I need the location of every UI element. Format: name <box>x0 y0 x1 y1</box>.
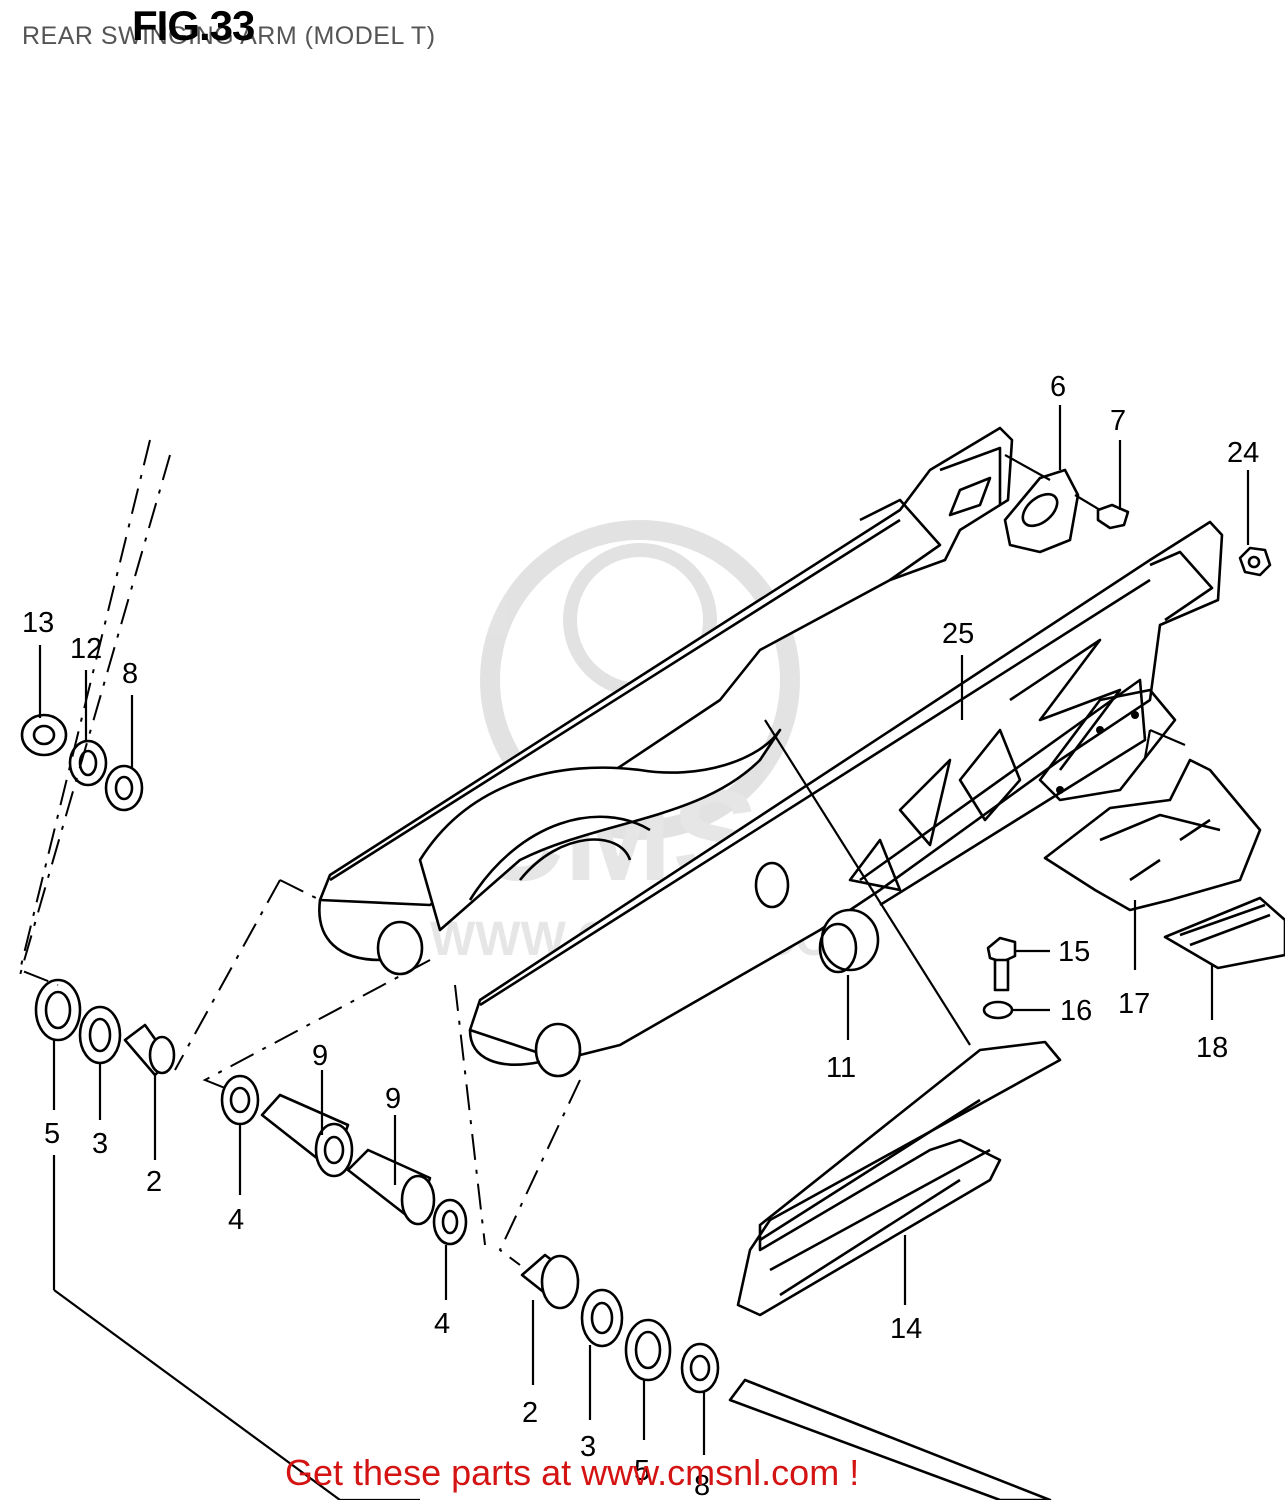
callout-12: 12 <box>70 633 102 665</box>
spacer-set-center <box>220 1074 468 1246</box>
callout-7: 7 <box>1110 405 1126 437</box>
swing-arm-part <box>318 426 1224 1078</box>
callout-24: 24 <box>1227 437 1259 469</box>
get-parts-link[interactable]: Get these parts at www.cmsnl.com ! <box>285 1452 860 1493</box>
bearing-set-right <box>520 1253 720 1394</box>
callout-5b: 5 <box>634 1455 650 1487</box>
chain-guide-17 <box>1043 758 1262 912</box>
callout-14: 14 <box>890 1313 922 1345</box>
callout-5a: 5 <box>44 1118 60 1150</box>
figure-number: FIG.33 <box>132 2 255 49</box>
callout-9a: 9 <box>312 1040 328 1072</box>
callout-25: 25 <box>942 618 974 650</box>
chain-pad-18 <box>1163 896 1285 970</box>
callout-16: 16 <box>1060 995 1092 1027</box>
callout-9b: 9 <box>385 1083 401 1115</box>
bolt-washer-15-16 <box>982 936 1017 1020</box>
callout-2a: 2 <box>146 1166 162 1198</box>
chain-slider-14 <box>736 1040 1062 1317</box>
callout-18: 18 <box>1196 1032 1228 1064</box>
callout-numbers: 13 12 8 6 7 24 25 15 16 17 18 11 9 9 5 3… <box>22 371 1259 1502</box>
callout-8b: 8 <box>694 1470 710 1500</box>
nut-part-24 <box>1238 546 1272 577</box>
callout-8: 8 <box>122 658 138 690</box>
callout-3b: 3 <box>580 1431 596 1463</box>
bearing-set-left <box>34 978 176 1077</box>
callout-13: 13 <box>22 607 54 639</box>
callout-3a: 3 <box>92 1128 108 1160</box>
callout-4b: 4 <box>434 1308 450 1340</box>
callout-17: 17 <box>1118 988 1150 1020</box>
callout-2b: 2 <box>522 1397 538 1429</box>
diagram-subtitle: REAR SWINGING ARM (MODEL T) <box>22 22 436 50</box>
callout-6: 6 <box>1050 371 1066 403</box>
leader-lines <box>18 405 1250 1502</box>
callout-11: 11 <box>826 1052 856 1084</box>
plate-part-6 <box>1003 468 1130 554</box>
cap-part-11 <box>818 908 880 974</box>
callout-15: 15 <box>1058 936 1090 968</box>
callout-4a: 4 <box>228 1204 244 1236</box>
seal-parts-upper-left <box>20 713 144 812</box>
